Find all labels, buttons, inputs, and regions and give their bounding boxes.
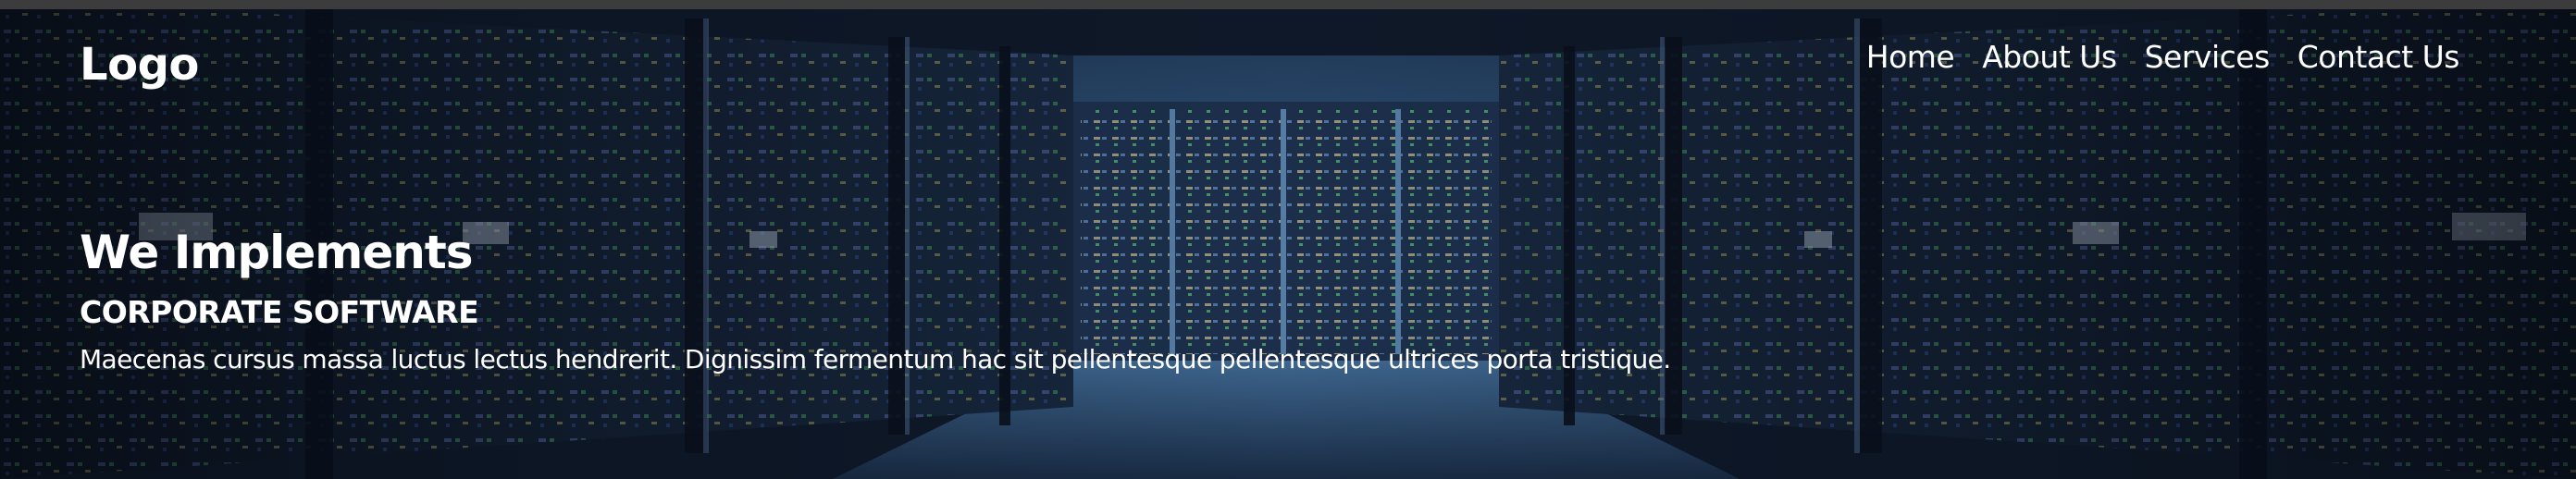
- nav-about-us-link[interactable]: About Us: [1982, 39, 2117, 75]
- hero-subheadline: CORPORATE SOFTWARE: [80, 294, 479, 330]
- hero-description: Maecenas cursus massa luctus lectus hend…: [80, 344, 1671, 375]
- nav-contact-us-link[interactable]: Contact Us: [2297, 39, 2460, 75]
- hero-headline: We Implements: [80, 226, 473, 279]
- nav-services-link[interactable]: Services: [2144, 39, 2271, 75]
- logo[interactable]: Logo: [80, 39, 199, 91]
- top-border: [0, 0, 2576, 9]
- nav-home-link[interactable]: Home: [1865, 39, 1955, 75]
- main-nav: Home About Us Services Contact Us: [1865, 37, 2460, 78]
